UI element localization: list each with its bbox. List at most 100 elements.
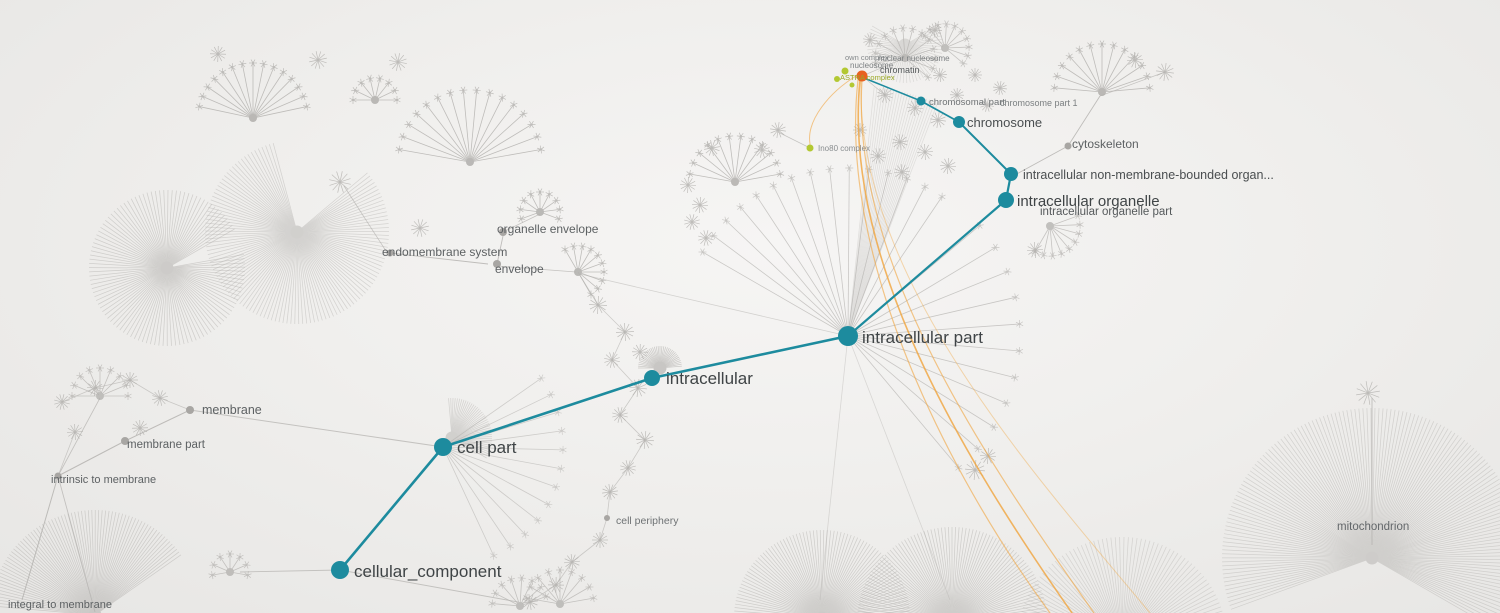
- term-label[interactable]: intracellular part: [862, 328, 983, 347]
- term-node[interactable]: [834, 76, 840, 82]
- leaf-fan: [698, 164, 946, 340]
- term-label[interactable]: cell periphery: [616, 515, 679, 527]
- leaf-fan: [516, 188, 564, 223]
- leaf-fan: [1031, 211, 1084, 260]
- dense-fan: [857, 527, 1047, 613]
- term-node[interactable]: [121, 437, 129, 445]
- teal-edge: [338, 445, 445, 572]
- teal-edge: [863, 77, 922, 102]
- gray-edge: [189, 409, 444, 448]
- term-labels[interactable]: cellular_component cell part intracellular…: [8, 53, 1409, 611]
- term-label[interactable]: intracellular non-membrane-bounded organ…: [1023, 168, 1274, 182]
- term-label[interactable]: chromosome: [967, 115, 1042, 130]
- term-label[interactable]: cellular_component: [354, 562, 502, 581]
- gray-edge: [57, 475, 96, 613]
- term-node[interactable]: [644, 370, 660, 386]
- term-label[interactable]: intrinsic to membrane: [51, 474, 156, 486]
- gray-edge: [159, 397, 191, 411]
- gray-edge: [1099, 71, 1166, 97]
- term-label[interactable]: own complex: [845, 53, 889, 62]
- gray-edge: [57, 431, 76, 477]
- orange-edge: [809, 75, 857, 145]
- term-node[interactable]: [856, 70, 868, 82]
- term-node[interactable]: [953, 116, 965, 128]
- term-label[interactable]: intracellular: [666, 369, 753, 388]
- gray-edge: [529, 584, 557, 603]
- gray-edge: [606, 491, 611, 519]
- term-label[interactable]: chromosomal part: [929, 97, 1005, 108]
- term-label[interactable]: cytoskeleton: [1072, 137, 1139, 151]
- leaf-fan: [522, 566, 598, 608]
- leaf-fan: [871, 24, 939, 82]
- leaf-fan: [349, 74, 401, 104]
- term-label[interactable]: ASTRA complex: [840, 73, 895, 82]
- term-node[interactable]: [186, 406, 194, 414]
- term-label[interactable]: cell part: [457, 438, 517, 457]
- gray-edge: [389, 252, 489, 265]
- term-label[interactable]: chromatin: [880, 65, 920, 75]
- term-node[interactable]: [998, 192, 1014, 208]
- dense-fan: [1221, 408, 1500, 613]
- term-node[interactable]: [54, 472, 62, 480]
- leaf-fan: [208, 550, 252, 580]
- gray-edge: [339, 569, 519, 603]
- gray-edge: [1067, 95, 1101, 147]
- asterisk-clusters: [54, 22, 1380, 610]
- gray-edge: [847, 335, 951, 601]
- gray-edge: [619, 414, 646, 441]
- term-node[interactable]: [386, 249, 394, 257]
- term-label[interactable]: chromosome part 1: [1000, 98, 1078, 108]
- gray-edge: [239, 569, 341, 573]
- term-node[interactable]: [499, 228, 507, 236]
- leaf-fan: [1050, 40, 1154, 96]
- orange-edge: [860, 79, 1151, 613]
- term-node[interactable]: [841, 67, 849, 75]
- term-node[interactable]: [1004, 167, 1018, 181]
- term-label[interactable]: membrane part: [127, 439, 206, 451]
- dense-fan: [88, 190, 245, 347]
- term-node[interactable]: [604, 515, 610, 521]
- term-label[interactable]: endomembrane system: [382, 245, 507, 259]
- term-node[interactable]: [849, 82, 855, 88]
- term-label[interactable]: intracellular organelle: [1017, 193, 1160, 210]
- leaf-fan: [195, 59, 311, 122]
- term-node[interactable]: [434, 438, 452, 456]
- orange-edges: [809, 75, 1151, 613]
- term-label[interactable]: organelle envelope: [497, 222, 599, 236]
- term-node[interactable]: [916, 96, 926, 106]
- term-node[interactable]: [493, 260, 501, 268]
- term-label[interactable]: mitochondrion: [1337, 521, 1409, 533]
- term-label[interactable]: integral to membrane: [8, 599, 112, 611]
- orange-edge: [854, 79, 1051, 613]
- term-node[interactable]: [806, 144, 814, 152]
- gray-edge: [777, 131, 811, 149]
- dense-fan: [638, 346, 682, 375]
- term-nodes[interactable]: [54, 67, 1072, 580]
- gray-edge: [124, 409, 191, 442]
- gray-edge: [609, 467, 629, 493]
- gray-edge: [819, 335, 849, 601]
- teal-edge: [441, 376, 654, 449]
- leaf-fan: [561, 242, 608, 299]
- leaf-fan: [439, 374, 567, 560]
- leaf-fan: [685, 132, 785, 186]
- term-node[interactable]: [331, 561, 349, 579]
- teal-edge: [958, 121, 1012, 175]
- term-node[interactable]: [838, 326, 858, 346]
- term-label[interactable]: membrane: [202, 403, 262, 417]
- term-node[interactable]: [1064, 142, 1072, 150]
- gray-edges: [21, 57, 1373, 613]
- teal-edge: [650, 334, 850, 380]
- term-label[interactable]: Ino80 complex: [818, 144, 870, 153]
- teal-edge: [846, 198, 1008, 338]
- gray-edge: [599, 517, 608, 541]
- term-label[interactable]: intracellular organelle part: [1040, 206, 1173, 218]
- gray-edge: [571, 539, 601, 563]
- gray-edge: [57, 440, 126, 477]
- gray-edge: [496, 265, 577, 273]
- term-label[interactable]: nuclear nucleosome: [878, 54, 950, 63]
- term-label[interactable]: nucleosome: [850, 61, 894, 70]
- term-label[interactable]: envelope: [495, 262, 544, 276]
